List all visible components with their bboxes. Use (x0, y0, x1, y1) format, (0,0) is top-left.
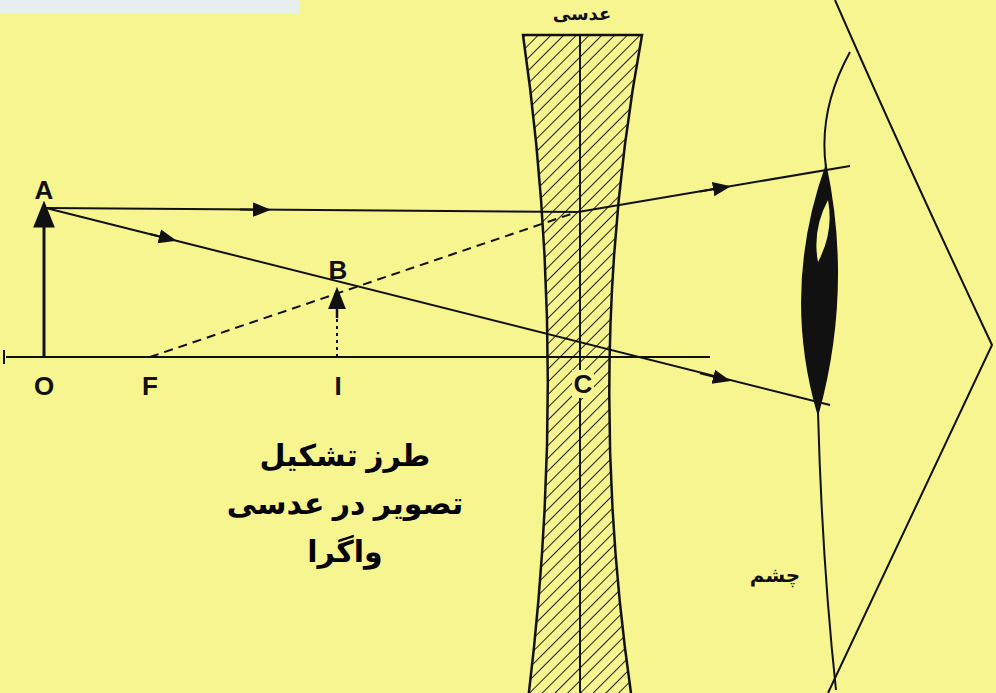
ray-arrow (700, 188, 722, 192)
point-label: A (33, 176, 56, 204)
object-arrow (43, 214, 46, 357)
lens-center-line (579, 35, 581, 693)
ray-arrow (700, 373, 722, 379)
ray-arrow (240, 209, 262, 211)
virtual-ray (150, 213, 574, 357)
parallel-ray (46, 208, 578, 212)
image-arrow (336, 298, 339, 318)
point-label: I (332, 372, 343, 400)
eye-lens (802, 166, 837, 414)
point-label: O (32, 372, 56, 400)
diagram-title: طرز تشکیل تصویر در عدسی واگرا (220, 432, 470, 576)
eye-label: چشم (748, 564, 802, 586)
optical-axis (6, 356, 710, 358)
point-label: B (327, 256, 350, 284)
image-dotted (336, 312, 338, 357)
point-label: F (140, 372, 160, 400)
top-strip (0, 0, 300, 14)
diverging-lens (523, 35, 642, 693)
lens-label: عدسی (551, 4, 614, 24)
eye-lens-highlight (816, 200, 829, 262)
center-ray (46, 208, 830, 405)
ray-arrow (150, 234, 168, 239)
point-label: C (572, 370, 595, 398)
refracted-ray (578, 166, 850, 212)
eye-outline (828, 0, 992, 693)
axis-tick (3, 350, 5, 364)
